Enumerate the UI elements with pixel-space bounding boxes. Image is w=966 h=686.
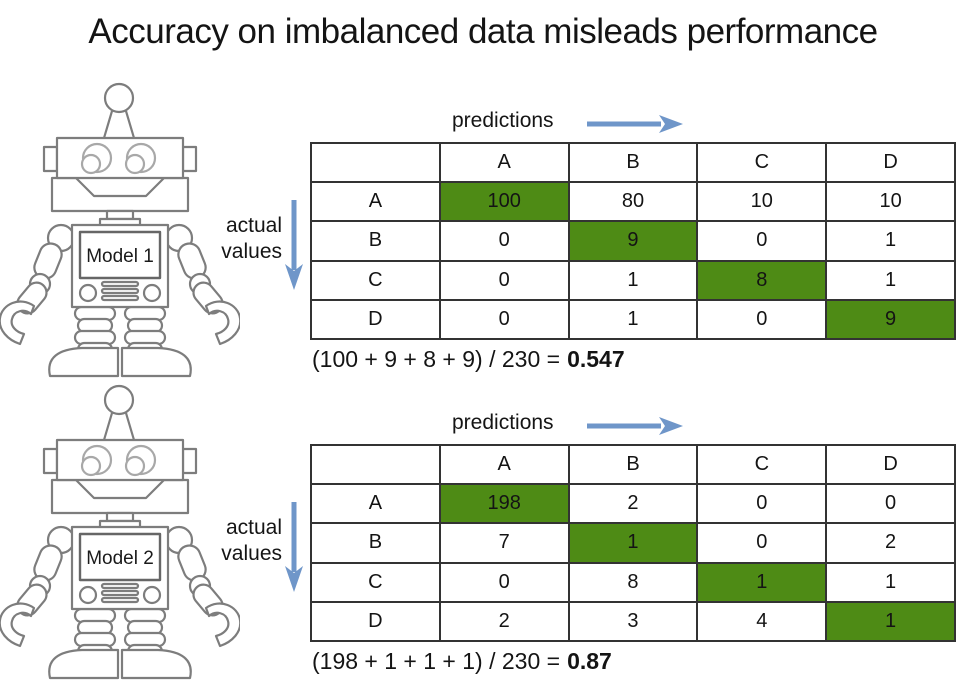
matrix-cell: 0 (438, 561, 570, 603)
down-arrow-icon (285, 502, 303, 592)
corner-cell (310, 443, 441, 486)
col-header: A (438, 141, 570, 184)
matrix-cell: 2 (825, 522, 956, 564)
table-row: C 0 1 8 1 (310, 259, 956, 301)
accuracy-formula-model-2: (198 + 1 + 1 + 1) / 230 =0.87 (312, 648, 612, 675)
col-header: C (696, 141, 828, 184)
row-header: D (310, 600, 441, 643)
matrix-cell-highlighted: 9 (825, 298, 956, 341)
matrix-cell-highlighted: 1 (825, 600, 956, 643)
row-header: C (310, 561, 441, 603)
matrix-cell: 0 (696, 220, 828, 262)
matrix-cell: 0 (825, 483, 956, 525)
row-header: A (310, 181, 441, 223)
table-row: D 0 1 0 9 (310, 298, 956, 341)
table-header-row: A B C D (310, 443, 956, 486)
actual-values-label-1: actual values (180, 213, 282, 265)
row-header: D (310, 298, 441, 341)
model-1-label: Model 1 (86, 246, 154, 267)
matrix-cell-highlighted: 8 (696, 259, 828, 301)
matrix-cell-highlighted: 9 (567, 220, 699, 262)
matrix-cell-highlighted: 100 (438, 181, 570, 223)
col-header: D (825, 141, 956, 184)
row-header: B (310, 522, 441, 564)
slide-title: Accuracy on imbalanced data misleads per… (88, 12, 878, 51)
matrix-cell: 0 (696, 298, 828, 341)
matrix-cell: 3 (567, 600, 699, 643)
confusion-matrix-model-2: A B C D A 198 2 0 0 B 7 1 0 2 C 0 8 1 1 … (310, 443, 956, 643)
matrix-cell: 0 (438, 259, 570, 301)
matrix-cell: 8 (567, 561, 699, 603)
formula-expression: (100 + 9 + 8 + 9) / 230 = (312, 346, 561, 372)
model-2-label: Model 2 (86, 548, 154, 569)
col-header: B (567, 141, 699, 184)
table-row: B 7 1 0 2 (310, 522, 956, 564)
predictions-label-2: predictions (452, 411, 554, 434)
table-row: B 0 9 0 1 (310, 220, 956, 262)
matrix-cell: 2 (438, 600, 570, 643)
actual-label-line2: values (221, 542, 282, 565)
matrix-cell: 0 (438, 220, 570, 262)
formula-expression: (198 + 1 + 1 + 1) / 230 = (312, 648, 561, 674)
matrix-cell: 80 (567, 181, 699, 223)
right-arrow-icon (587, 417, 683, 435)
matrix-cell: 2 (567, 483, 699, 525)
col-header: A (438, 443, 570, 486)
matrix-cell: 7 (438, 522, 570, 564)
matrix-cell: 1 (825, 220, 956, 262)
matrix-cell: 0 (696, 483, 828, 525)
accuracy-formula-model-1: (100 + 9 + 8 + 9) / 230 =0.547 (312, 346, 625, 373)
matrix-cell-highlighted: 198 (438, 483, 570, 525)
table-row: A 100 80 10 10 (310, 181, 956, 223)
table-header-row: A B C D (310, 141, 956, 184)
matrix-cell: 1 (567, 298, 699, 341)
actual-label-line2: values (221, 240, 282, 263)
matrix-cell: 10 (825, 181, 956, 223)
corner-cell (310, 141, 441, 184)
robot-icon-model-2: Model 2 (0, 380, 240, 680)
confusion-matrix-model-1: A B C D A 100 80 10 10 B 0 9 0 1 C 0 1 8… (310, 141, 956, 341)
actual-label-line1: actual (225, 516, 282, 539)
matrix-cell-highlighted: 1 (696, 561, 828, 603)
matrix-cell: 1 (825, 561, 956, 603)
table-row: C 0 8 1 1 (310, 561, 956, 603)
robot-icon-model-1: Model 1 (0, 78, 240, 378)
col-header: B (567, 443, 699, 486)
col-header: D (825, 443, 956, 486)
row-header: C (310, 259, 441, 301)
matrix-cell-highlighted: 1 (567, 522, 699, 564)
matrix-cell: 1 (567, 259, 699, 301)
formula-result: 0.547 (567, 346, 625, 372)
row-header: A (310, 483, 441, 525)
matrix-cell: 0 (438, 298, 570, 341)
right-arrow-icon (587, 115, 683, 133)
actual-label-line1: actual (225, 214, 282, 237)
matrix-cell: 4 (696, 600, 828, 643)
formula-result: 0.87 (567, 648, 612, 674)
matrix-cell: 1 (825, 259, 956, 301)
col-header: C (696, 443, 828, 486)
table-row: A 198 2 0 0 (310, 483, 956, 525)
matrix-cell: 0 (696, 522, 828, 564)
row-header: B (310, 220, 441, 262)
matrix-cell: 10 (696, 181, 828, 223)
predictions-label-1: predictions (452, 109, 554, 132)
table-row: D 2 3 4 1 (310, 600, 956, 643)
down-arrow-icon (285, 200, 303, 290)
actual-values-label-2: actual values (180, 515, 282, 567)
